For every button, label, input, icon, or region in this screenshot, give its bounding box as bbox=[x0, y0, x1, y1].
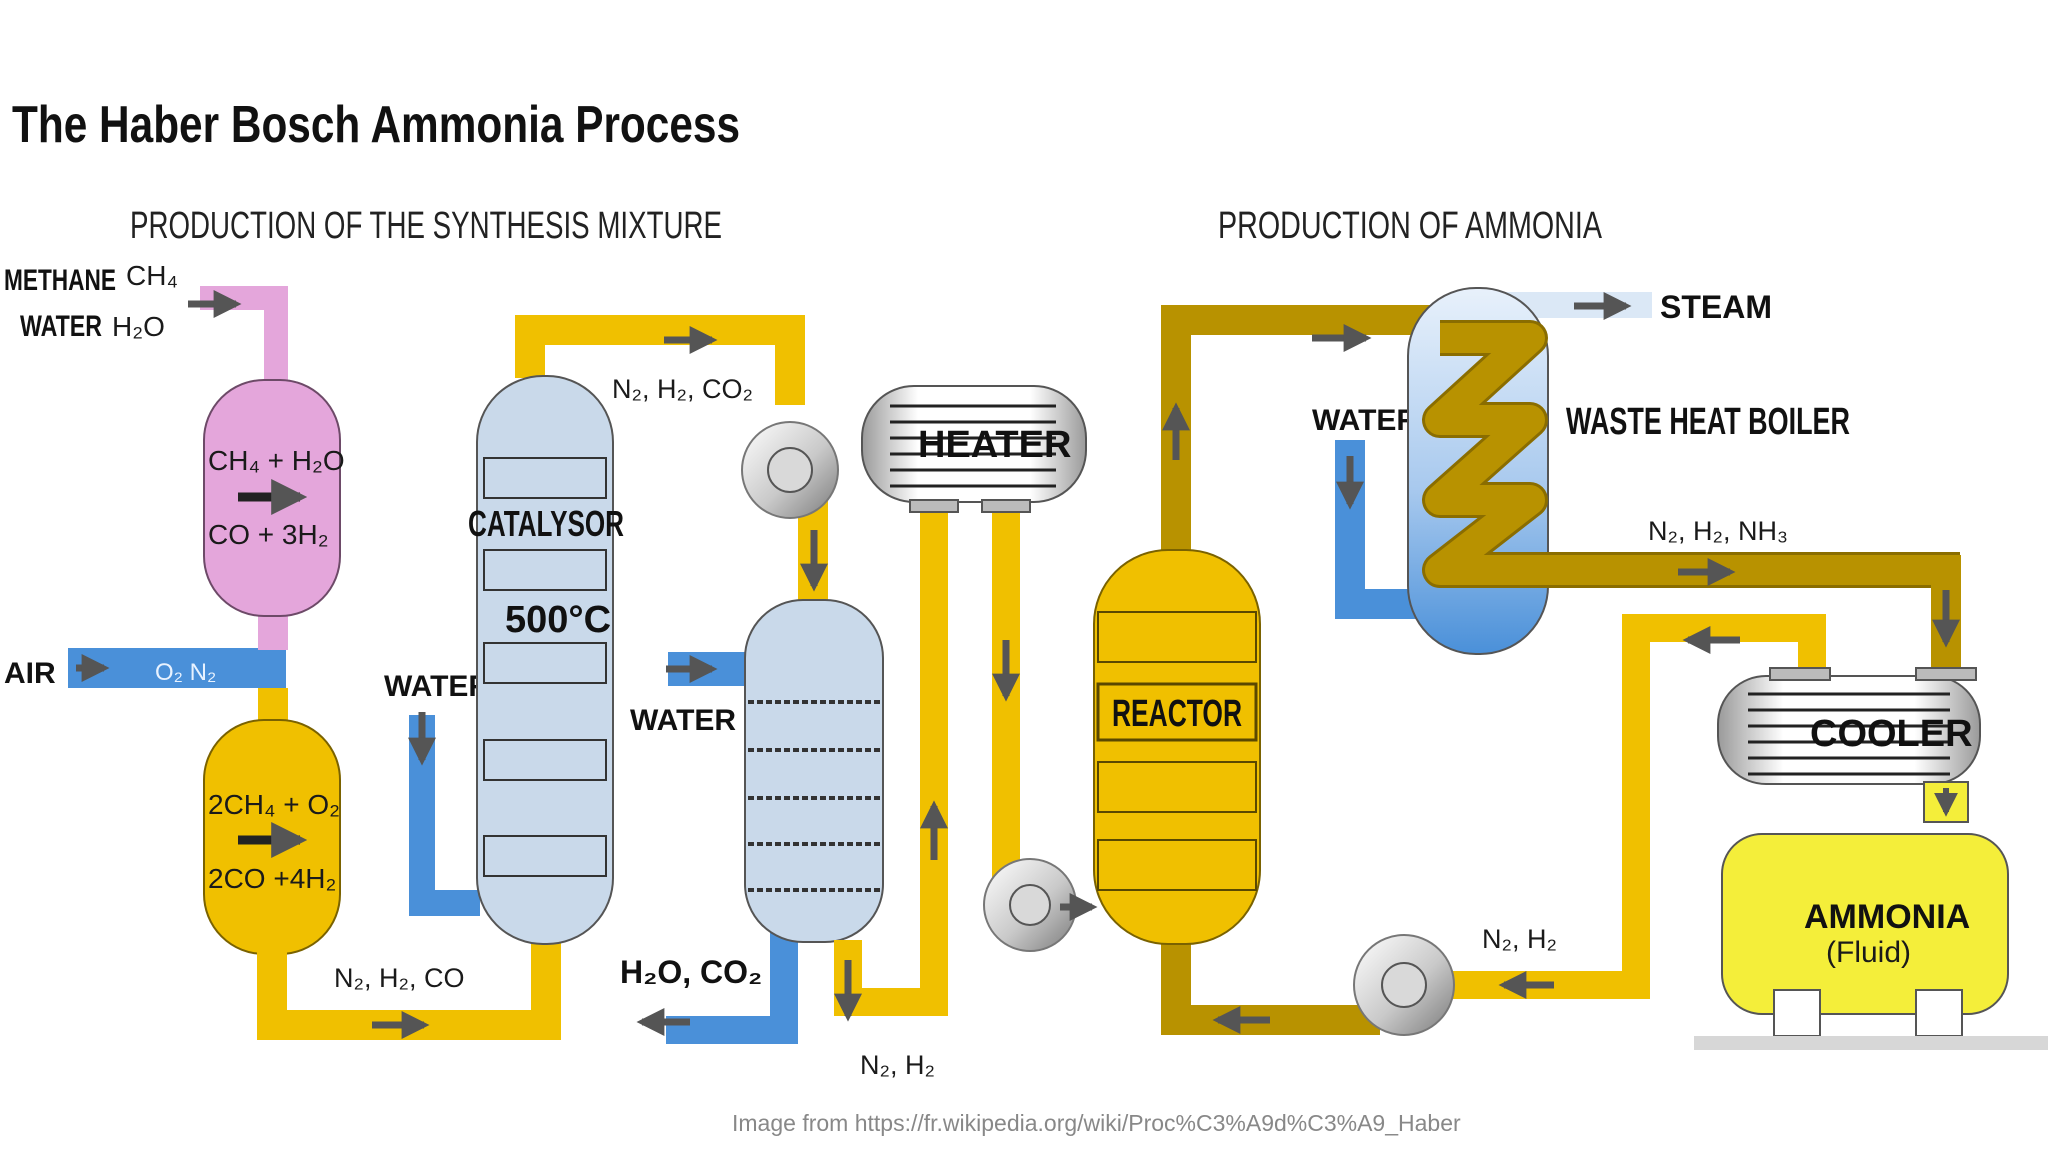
reformer-top-reaction-line1: CH₄ + H₂O bbox=[208, 445, 345, 476]
stream-label-scrubber-out: H₂O, CO₂ bbox=[620, 954, 762, 990]
air-label: AIR bbox=[4, 657, 56, 690]
methane-formula: CH₄ bbox=[126, 260, 178, 291]
pump-3 bbox=[1353, 934, 1455, 1036]
recycle-pipe bbox=[1420, 614, 1826, 999]
air-formula: O₂ N₂ bbox=[155, 659, 216, 686]
catalysor-column bbox=[476, 315, 805, 945]
pump-2 bbox=[983, 858, 1098, 952]
water-label-scrubber: WATER bbox=[630, 704, 736, 737]
stream-label-catalysor-out: N₂, H₂, CO₂ bbox=[612, 374, 753, 404]
reformer-top-reaction-line2: CO + 3H₂ bbox=[208, 519, 329, 550]
reformer-bottom-reaction-line1: 2CH₄ + O₂ bbox=[208, 789, 340, 820]
reactor-outlet-pipes bbox=[1161, 305, 1522, 1035]
boiler-water-pipe bbox=[1335, 440, 1420, 619]
stream-label-boiler-out: N₂, H₂, NH₃ bbox=[1648, 516, 1788, 546]
catalysor-label: CATALYSOR bbox=[468, 503, 624, 544]
page-title: The Haber Bosch Ammonia Process bbox=[12, 96, 740, 154]
reactor-label: REACTOR bbox=[1112, 693, 1242, 735]
scrubber-column bbox=[636, 599, 884, 1044]
boiler-label: WASTE HEAT BOILER bbox=[1566, 401, 1850, 443]
steam-label: STEAM bbox=[1660, 289, 1772, 325]
cooler-label: COOLER bbox=[1810, 713, 1973, 755]
catalysor-temperature: 500°C bbox=[505, 599, 611, 641]
water-feed-formula: H₂O bbox=[112, 311, 165, 342]
water-feed-label: WATER bbox=[20, 310, 102, 343]
stream-label-recycle: N₂, H₂ bbox=[1482, 924, 1557, 954]
air-feed-pipe bbox=[68, 648, 286, 688]
water-label-catalysor: WATER bbox=[384, 670, 490, 703]
catalysor-water-pipe bbox=[408, 712, 480, 916]
image-credit: Image from https://fr.wikipedia.org/wiki… bbox=[732, 1110, 1461, 1136]
scrubber-water-inlet bbox=[666, 652, 748, 686]
reformer-bottom-reaction-line2: 2CO +4H₂ bbox=[208, 863, 336, 894]
ammonia-label: AMMONIA bbox=[1804, 898, 1970, 936]
waste-heat-boiler bbox=[1407, 287, 1960, 655]
reformer-outlet-pipe bbox=[257, 940, 561, 1040]
methane-feed-pipe bbox=[188, 286, 288, 395]
stream-label-reformer-out: N₂, H₂, CO bbox=[334, 963, 464, 993]
reformer-connector-gold bbox=[258, 688, 288, 722]
water-label-boiler: WATER bbox=[1312, 404, 1418, 437]
section-ammonia-title: PRODUCTION OF AMMONIA bbox=[1218, 205, 1602, 247]
section-synthesis-title: PRODUCTION OF THE SYNTHESIS MIXTURE bbox=[130, 205, 722, 247]
heater-label: HEATER bbox=[918, 424, 1071, 466]
methane-label: METHANE bbox=[4, 264, 116, 297]
ammonia-tank bbox=[1694, 833, 2048, 1050]
ammonia-state: (Fluid) bbox=[1826, 936, 1911, 969]
stream-label-to-reactor: N₂, H₂ bbox=[860, 1050, 935, 1080]
reactor bbox=[1093, 549, 1261, 945]
cooler bbox=[1717, 667, 1981, 823]
pump-1 bbox=[741, 421, 839, 602]
heater bbox=[861, 385, 1087, 513]
